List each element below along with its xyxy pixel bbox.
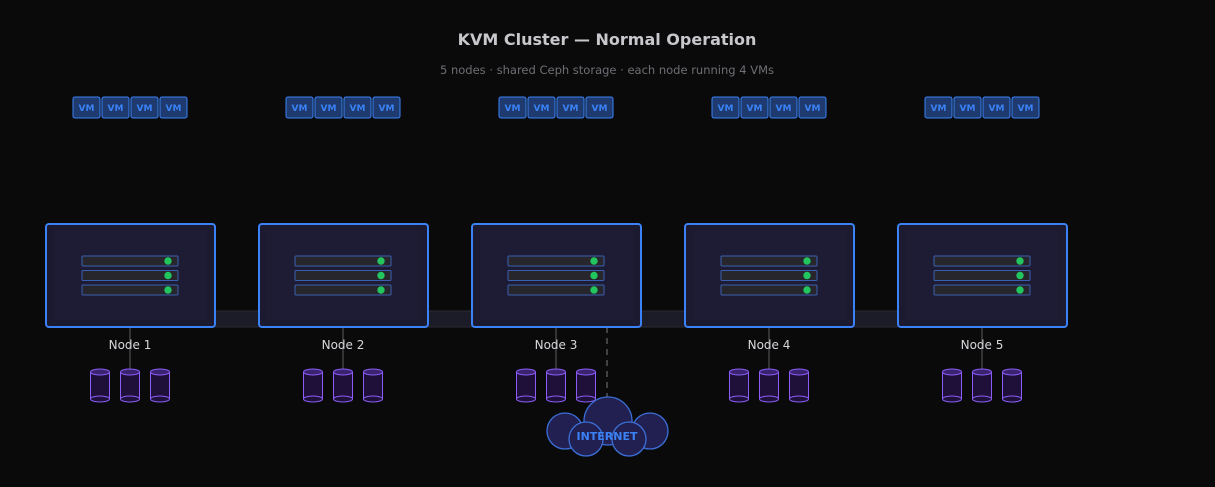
- vm-badge[interactable]: VM: [527, 96, 556, 119]
- vm-label: VM: [166, 104, 182, 114]
- vm-label: VM: [350, 104, 366, 114]
- vm-label: VM: [505, 104, 521, 114]
- server-slot: [81, 255, 179, 267]
- diagram-subtitle: 5 nodes · shared Ceph storage · each nod…: [440, 63, 774, 77]
- ceph-disk-icon: [729, 368, 749, 403]
- vm-label: VM: [79, 104, 95, 114]
- vm-badge[interactable]: VM: [285, 96, 314, 119]
- ceph-disk-icon: [516, 368, 536, 403]
- server-slot: [507, 255, 605, 267]
- vm-label: VM: [776, 104, 792, 114]
- internet-cloud: INTERNET: [546, 396, 669, 457]
- ceph-disk-icon: [1002, 368, 1022, 403]
- server-slot: [933, 284, 1031, 296]
- server-slot: [81, 284, 179, 296]
- vm-label: VM: [931, 104, 947, 114]
- vm-label: VM: [379, 104, 395, 114]
- vm-badge[interactable]: VM: [72, 96, 101, 119]
- vm-label: VM: [989, 104, 1005, 114]
- vm-label: VM: [1018, 104, 1034, 114]
- status-led-icon: [377, 271, 385, 280]
- server-slot: [933, 255, 1031, 267]
- vm-badge[interactable]: VM: [343, 96, 372, 119]
- node-label: Node 2: [322, 338, 365, 352]
- vm-badge[interactable]: VM: [769, 96, 798, 119]
- server-slot: [294, 270, 392, 281]
- vm-badge[interactable]: VM: [314, 96, 343, 119]
- ceph-disk-icon: [546, 368, 566, 403]
- node-label: Node 4: [748, 338, 791, 352]
- ceph-disk-icon: [303, 368, 323, 403]
- server-slot: [294, 255, 392, 267]
- ceph-disk-icon: [576, 368, 596, 403]
- ceph-disk-icon: [789, 368, 809, 403]
- status-led-icon: [590, 257, 598, 265]
- status-led-icon: [590, 286, 598, 294]
- status-led-icon: [590, 271, 598, 280]
- status-led-icon: [164, 271, 172, 280]
- vm-badge[interactable]: VM: [982, 96, 1011, 119]
- vm-label: VM: [108, 104, 124, 114]
- ceph-disk-icon: [333, 368, 353, 403]
- vm-label: VM: [292, 104, 308, 114]
- ceph-disk-icon: [972, 368, 992, 403]
- status-led-icon: [164, 257, 172, 265]
- server-slot: [507, 270, 605, 281]
- vm-label: VM: [321, 104, 337, 114]
- status-led-icon: [803, 286, 811, 294]
- node-1[interactable]: VM VM VM VM Node 1: [45, 96, 216, 403]
- server-slot: [294, 284, 392, 296]
- vm-label: VM: [592, 104, 608, 114]
- vm-badge[interactable]: VM: [585, 96, 614, 119]
- vm-badge[interactable]: VM: [372, 96, 401, 119]
- status-led-icon: [803, 271, 811, 280]
- server-slot: [720, 284, 818, 296]
- status-led-icon: [803, 257, 811, 265]
- vm-badge[interactable]: VM: [798, 96, 827, 119]
- vm-badge[interactable]: VM: [924, 96, 953, 119]
- ceph-disk-icon: [363, 368, 383, 403]
- ceph-disk-icon: [90, 368, 110, 403]
- vm-badge[interactable]: VM: [498, 96, 527, 119]
- vm-label: VM: [563, 104, 579, 114]
- vm-label: VM: [960, 104, 976, 114]
- status-led-icon: [1016, 271, 1024, 280]
- vm-label: VM: [534, 104, 550, 114]
- node-label: Node 5: [961, 338, 1004, 352]
- server-slot: [933, 270, 1031, 281]
- ceph-disk-icon: [942, 368, 962, 403]
- node-4[interactable]: VM VM VM VM Node 4: [684, 96, 855, 403]
- internet-label: INTERNET: [576, 430, 638, 443]
- node-label: Node 1: [109, 338, 152, 352]
- vm-label: VM: [747, 104, 763, 114]
- node-3[interactable]: VM VM VM VM Node 3: [471, 96, 642, 403]
- node-label: Node 3: [535, 338, 578, 352]
- diagram-title: KVM Cluster — Normal Operation: [458, 30, 757, 49]
- vm-badge[interactable]: VM: [711, 96, 740, 119]
- status-led-icon: [164, 286, 172, 294]
- vm-label: VM: [805, 104, 821, 114]
- server-slot: [81, 270, 179, 281]
- ceph-disk-icon: [120, 368, 140, 403]
- status-led-icon: [377, 286, 385, 294]
- ceph-disk-icon: [150, 368, 170, 403]
- ceph-disk-icon: [759, 368, 779, 403]
- vm-badge[interactable]: VM: [556, 96, 585, 119]
- vm-label: VM: [137, 104, 153, 114]
- status-led-icon: [1016, 286, 1024, 294]
- node-5[interactable]: VM VM VM VM Node 5: [897, 96, 1068, 403]
- server-slot: [507, 284, 605, 296]
- vm-badge[interactable]: VM: [101, 96, 130, 119]
- vm-badge[interactable]: VM: [740, 96, 769, 119]
- vm-badge[interactable]: VM: [1011, 96, 1040, 119]
- status-led-icon: [1016, 257, 1024, 265]
- vm-badge[interactable]: VM: [159, 96, 188, 119]
- node-2[interactable]: VM VM VM VM Node 2: [258, 96, 429, 403]
- vm-badge[interactable]: VM: [953, 96, 982, 119]
- server-slot: [720, 270, 818, 281]
- vm-badge[interactable]: VM: [130, 96, 159, 119]
- vm-label: VM: [718, 104, 734, 114]
- status-led-icon: [377, 257, 385, 265]
- server-slot: [720, 255, 818, 267]
